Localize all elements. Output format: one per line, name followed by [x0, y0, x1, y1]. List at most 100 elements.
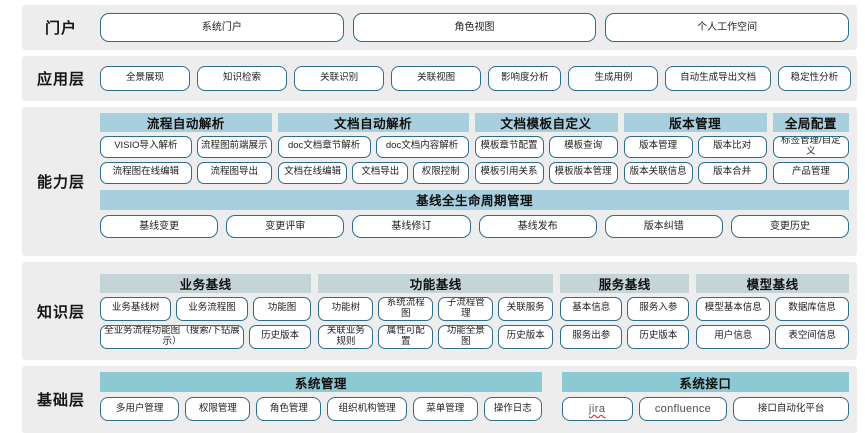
application-item-4[interactable]: 影响度分析 — [488, 65, 562, 91]
baseline-item-2[interactable]: 基线修订 — [352, 214, 471, 238]
capability-groups: 流程自动解析 VISIO导入解析 流程图前端展示 流程图在线编辑 流程图导出 — [100, 112, 849, 184]
application-item-5[interactable]: 生成用例 — [568, 65, 659, 91]
application-item-1[interactable]: 知识检索 — [197, 65, 288, 91]
base-item-0-1[interactable]: 权限管理 — [185, 397, 251, 422]
base-item-1-0[interactable]: jira — [561, 397, 633, 422]
baseline-item-1[interactable]: 变更评审 — [226, 214, 345, 238]
capability-item-4-1-0[interactable]: 产品管理 — [772, 161, 849, 184]
application-item-2[interactable]: 关联识别 — [294, 65, 385, 91]
knowledge-item-3-0-0[interactable]: 模型基本信息 — [696, 296, 771, 321]
base-item-0-4[interactable]: 菜单管理 — [412, 397, 478, 422]
capability-body: 流程自动解析 VISIO导入解析 流程图前端展示 流程图在线编辑 流程图导出 — [100, 107, 857, 257]
knowledge-item-1-0-1[interactable]: 系统流程图 — [378, 296, 434, 321]
knowledge-row-0-0: 业务基线树 业务流程图 功能图 — [100, 296, 312, 321]
capability-item-3-1-0[interactable]: 版本关联信息 — [623, 161, 693, 184]
knowledge-item-0-0-0[interactable]: 业务基线树 — [100, 296, 172, 321]
knowledge-item-1-0-2[interactable]: 子流程管理 — [438, 296, 494, 321]
capability-group-document: 文档自动解析 doc文档章节解析 doc文档内容解析 文档在线编辑 文档导出 权… — [277, 112, 469, 184]
layer-row-knowledge: 知识层 业务基线 业务基线树 业务流程图 功能图 全业务流程功能图（搜索/下钻展… — [22, 262, 857, 361]
knowledge-item-1-1-1[interactable]: 属性可配置 — [378, 324, 434, 349]
knowledge-item-0-0-1[interactable]: 业务流程图 — [176, 296, 248, 321]
capability-item-2-1-0[interactable]: 模板引用关系 — [474, 161, 544, 184]
base-item-0-2[interactable]: 角色管理 — [256, 397, 322, 422]
knowledge-groups: 业务基线 业务基线树 业务流程图 功能图 全业务流程功能图（搜索/下钻展示） 历… — [100, 273, 850, 349]
capability-row-0-1: 流程图在线编辑 流程图导出 — [100, 161, 272, 184]
layer-row-capability: 能力层 流程自动解析 VISIO导入解析 流程图前端展示 流程图在线编辑 流程图… — [22, 106, 857, 257]
capability-item-0-1-1[interactable]: 流程图导出 — [196, 161, 272, 184]
capability-item-4-0-0[interactable]: 标签管理/自定义 — [772, 135, 849, 158]
jira-label: jira — [588, 403, 606, 416]
capability-row-2-1: 模板引用关系 模板版本管理 — [474, 161, 618, 184]
knowledge-item-0-0-2[interactable]: 功能图 — [252, 296, 312, 321]
portal-item-1[interactable]: 角色视图 — [352, 12, 597, 42]
capability-row-3-1: 版本关联信息 版本合并 — [623, 161, 767, 184]
knowledge-item-3-0-1[interactable]: 数据库信息 — [775, 296, 850, 321]
base-group-title-0: 系统管理 — [100, 372, 542, 393]
base-row-0: 多用户管理 权限管理 角色管理 组织机构管理 菜单管理 操作日志 — [100, 397, 542, 422]
knowledge-item-1-1-2[interactable]: 功能全景图 — [438, 324, 494, 349]
knowledge-item-0-1-0[interactable]: 全业务流程功能图（搜索/下钻展示） — [100, 324, 244, 349]
knowledge-row-0-1: 全业务流程功能图（搜索/下钻展示） 历史版本 — [100, 324, 312, 349]
application-item-0[interactable]: 全景展现 — [100, 65, 191, 91]
knowledge-row-3-0: 模型基本信息 数据库信息 — [696, 296, 850, 321]
capability-item-3-0-1[interactable]: 版本比对 — [697, 135, 767, 158]
knowledge-item-1-0-0[interactable]: 功能树 — [318, 296, 374, 321]
capability-group-title-2: 文档模板自定义 — [474, 112, 618, 132]
base-item-1-1[interactable]: confluence — [638, 397, 728, 422]
capability-group-rows-3: 版本管理 版本比对 版本关联信息 版本合并 — [623, 135, 767, 184]
application-item-3[interactable]: 关联视图 — [391, 65, 482, 91]
knowledge-item-1-0-3[interactable]: 关联服务 — [498, 296, 554, 321]
baseline-item-0[interactable]: 基线变更 — [100, 214, 219, 238]
capability-item-2-0-0[interactable]: 模板章节配置 — [474, 135, 544, 158]
capability-item-0-1-0[interactable]: 流程图在线编辑 — [100, 161, 192, 184]
capability-item-0-0-1[interactable]: 流程图前端展示 — [196, 135, 272, 158]
capability-item-1-0-0[interactable]: doc文档章节解析 — [277, 135, 371, 158]
knowledge-item-1-1-0[interactable]: 关联业务规则 — [318, 324, 374, 349]
knowledge-item-2-0-0[interactable]: 基本信息 — [560, 296, 623, 321]
knowledge-group-business: 业务基线 业务基线树 业务流程图 功能图 全业务流程功能图（搜索/下钻展示） 历… — [100, 273, 312, 349]
capability-item-1-1-1[interactable]: 文档导出 — [352, 161, 408, 184]
portal-item-0[interactable]: 系统门户 — [100, 12, 344, 42]
capability-group-title-3: 版本管理 — [623, 112, 767, 132]
capability-group-template: 文档模板自定义 模板章节配置 模板查询 模板引用关系 模板版本管理 — [474, 112, 618, 184]
capability-item-2-0-1[interactable]: 模板查询 — [548, 135, 618, 158]
knowledge-item-2-1-0[interactable]: 服务出参 — [560, 324, 623, 349]
knowledge-body: 业务基线 业务基线树 业务流程图 功能图 全业务流程功能图（搜索/下钻展示） 历… — [100, 262, 857, 360]
base-item-1-2[interactable]: 接口自动化平台 — [733, 397, 849, 422]
capability-row-4-0: 标签管理/自定义 — [772, 135, 849, 158]
knowledge-item-2-0-1[interactable]: 服务入参 — [627, 296, 690, 321]
capability-item-1-1-0[interactable]: 文档在线编辑 — [277, 161, 348, 184]
capability-group-process: 流程自动解析 VISIO导入解析 流程图前端展示 流程图在线编辑 流程图导出 — [100, 112, 272, 184]
baseline-item-3[interactable]: 基线发布 — [478, 214, 597, 238]
capability-item-1-0-1[interactable]: doc文档内容解析 — [375, 135, 469, 158]
knowledge-item-0-1-1[interactable]: 历史版本 — [248, 324, 312, 349]
knowledge-group-function: 功能基线 功能树 系统流程图 子流程管理 关联服务 关联业务规则 属性可配置 功… — [318, 273, 554, 349]
capability-group-global: 全局配置 标签管理/自定义 产品管理 — [772, 112, 849, 184]
layer-row-application: 应用层 全景展现 知识检索 关联识别 关联视图 影响度分析 生成用例 自动生成导… — [22, 55, 857, 101]
application-item-7[interactable]: 稳定性分析 — [777, 65, 851, 91]
base-item-0-0[interactable]: 多用户管理 — [100, 397, 180, 422]
base-item-0-3[interactable]: 组织机构管理 — [327, 397, 407, 422]
capability-group-rows-0: VISIO导入解析 流程图前端展示 流程图在线编辑 流程图导出 — [100, 135, 272, 184]
base-body: 系统管理 多用户管理 权限管理 角色管理 组织机构管理 菜单管理 操作日志 系统… — [100, 366, 857, 433]
application-item-6[interactable]: 自动生成导出文档 — [665, 65, 771, 91]
baseline-item-4[interactable]: 版本纠错 — [604, 214, 723, 238]
capability-item-3-0-0[interactable]: 版本管理 — [623, 135, 693, 158]
base-row-1: jira confluence 接口自动化平台 — [561, 397, 849, 422]
knowledge-item-3-1-1[interactable]: 表空间信息 — [775, 324, 850, 349]
baseline-item-5[interactable]: 变更历史 — [730, 214, 850, 238]
capability-item-1-1-2[interactable]: 权限控制 — [412, 161, 469, 184]
capability-baseline-title: 基线全生命周期管理 — [100, 189, 849, 210]
portal-item-2[interactable]: 个人工作空间 — [605, 12, 850, 42]
knowledge-item-3-1-0[interactable]: 用户信息 — [696, 324, 771, 349]
capability-row-2-0: 模板章节配置 模板查询 — [474, 135, 618, 158]
capability-item-2-1-1[interactable]: 模板版本管理 — [548, 161, 618, 184]
layer-label-base: 基础层 — [36, 392, 85, 410]
capability-item-3-1-1[interactable]: 版本合并 — [697, 161, 767, 184]
knowledge-item-2-1-1[interactable]: 历史版本 — [627, 324, 690, 349]
base-item-0-5[interactable]: 操作日志 — [483, 397, 542, 422]
knowledge-item-1-1-3[interactable]: 历史版本 — [498, 324, 554, 349]
knowledge-group-title-2: 服务基线 — [560, 273, 690, 293]
confluence-label: confluence — [654, 403, 712, 416]
capability-item-0-0-0[interactable]: VISIO导入解析 — [100, 135, 192, 158]
